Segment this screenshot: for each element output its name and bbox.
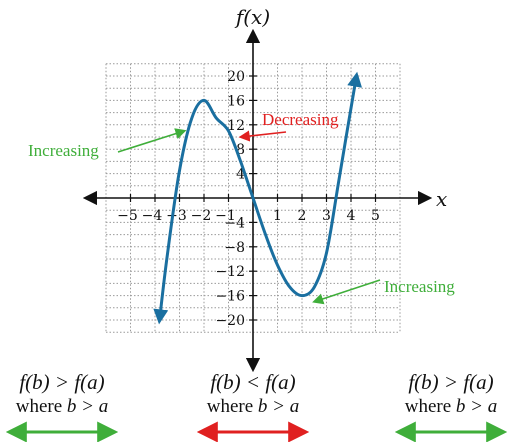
caption-condition: where b > a xyxy=(15,396,109,417)
caption-condition: where b > a xyxy=(404,396,498,417)
annotation-arrow xyxy=(117,128,187,153)
annotation-arrow xyxy=(238,130,287,142)
series-line xyxy=(153,71,363,325)
x-tick-label: −2 xyxy=(191,208,212,224)
caption-inequality: f(b) > f(a) xyxy=(408,370,494,394)
x-tick-label: 2 xyxy=(298,208,307,224)
y-tick-label: −20 xyxy=(215,313,245,329)
y-tick-label: −16 xyxy=(215,289,245,305)
y-tick-label: 20 xyxy=(227,69,245,85)
x-tick-label: 5 xyxy=(371,208,380,224)
caption-condition: where b > a xyxy=(206,396,300,417)
series-layer xyxy=(153,71,363,325)
x-tick-label: 4 xyxy=(347,208,356,224)
caption-inequality: f(b) < f(a) xyxy=(210,370,296,394)
caption-inequality: f(b) > f(a) xyxy=(19,370,105,394)
x-tick-label: 1 xyxy=(273,208,282,224)
y-tick-label: 16 xyxy=(227,93,245,109)
y-tick-label: −8 xyxy=(224,240,245,256)
x-tick-label: −4 xyxy=(142,208,163,224)
y-tick-label: −12 xyxy=(215,264,245,280)
annotation-label: Decreasing xyxy=(262,110,339,129)
x-tick-label: 3 xyxy=(322,208,331,224)
y-axis-label: f(x) xyxy=(234,5,270,29)
annotation-label: Increasing xyxy=(28,141,99,160)
axes xyxy=(82,28,433,373)
annotation-label: Increasing xyxy=(384,277,455,296)
x-axis-label: x xyxy=(436,187,447,211)
x-tick-label: −5 xyxy=(117,208,138,224)
y-tick-label: −4 xyxy=(224,215,245,231)
caption-block: f(b) > f(a)where b > a xyxy=(381,370,512,418)
caption-block: f(b) < f(a)where b > a xyxy=(183,370,323,418)
x-tick-label: −3 xyxy=(166,208,187,224)
annotation-arrow xyxy=(312,279,381,305)
caption-block: f(b) > f(a)where b > a xyxy=(0,370,132,418)
